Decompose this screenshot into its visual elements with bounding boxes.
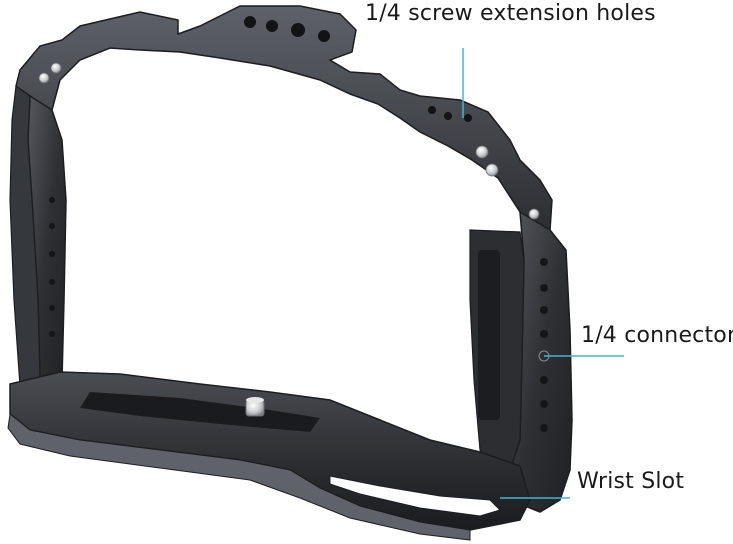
right-post-holes: [538, 258, 550, 432]
base-plate-recess: [80, 392, 320, 432]
screw-holes-label: 1/4 screw extension holes: [365, 1, 656, 26]
silver-screws: [38, 62, 540, 220]
wrist-slot-label: Wrist Slot: [577, 469, 685, 494]
tripod-screw: [245, 397, 265, 417]
wrist-slot-opening: [329, 475, 501, 517]
cage-right-slot: [478, 250, 500, 420]
connector-label: 1/4 connector: [581, 323, 733, 348]
cage-top-rail: [15, 5, 553, 233]
top-rail-holes: [244, 16, 472, 122]
left-post-holes: [49, 197, 55, 337]
cage-base-front-edge: [7, 413, 471, 541]
